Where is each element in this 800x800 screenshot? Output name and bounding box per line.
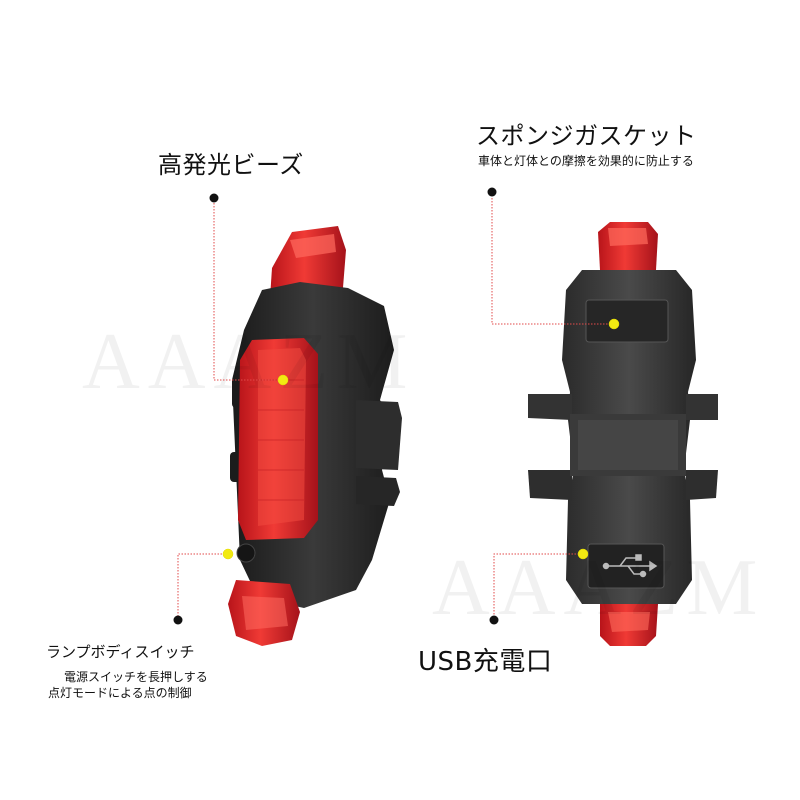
callout-lamp-switch-desc-line2: 点灯モードによる点の制御 [48, 686, 192, 700]
callout-lamp-switch-desc-line1: 電源スイッチを長押しする [64, 670, 208, 684]
callout-lamp-switch-title: ランプボディスイッチ [46, 643, 195, 661]
watermark-right: AAAZM [432, 544, 765, 632]
power-switch [236, 543, 256, 563]
leader-lines [177, 195, 612, 620]
back-light [528, 222, 718, 646]
sponge-gasket [585, 299, 669, 343]
callout-sponge-gasket-description: 車体と灯体との摩擦を効果的に防止する [478, 154, 694, 168]
callout-led-beads-title: 高発光ビーズ [158, 151, 304, 179]
highlight-dots [222, 318, 620, 560]
front-light [228, 226, 402, 646]
watermark-group: AAAZM AAAZM [82, 318, 765, 632]
watermark-left: AAAZM [82, 318, 415, 406]
callout-usb-port-title: USB充電口 [418, 647, 553, 677]
callout-sponge-gasket-title: スポンジガスケット [476, 122, 697, 150]
leader-endpoints [173, 187, 499, 625]
usb-icon [602, 554, 658, 578]
